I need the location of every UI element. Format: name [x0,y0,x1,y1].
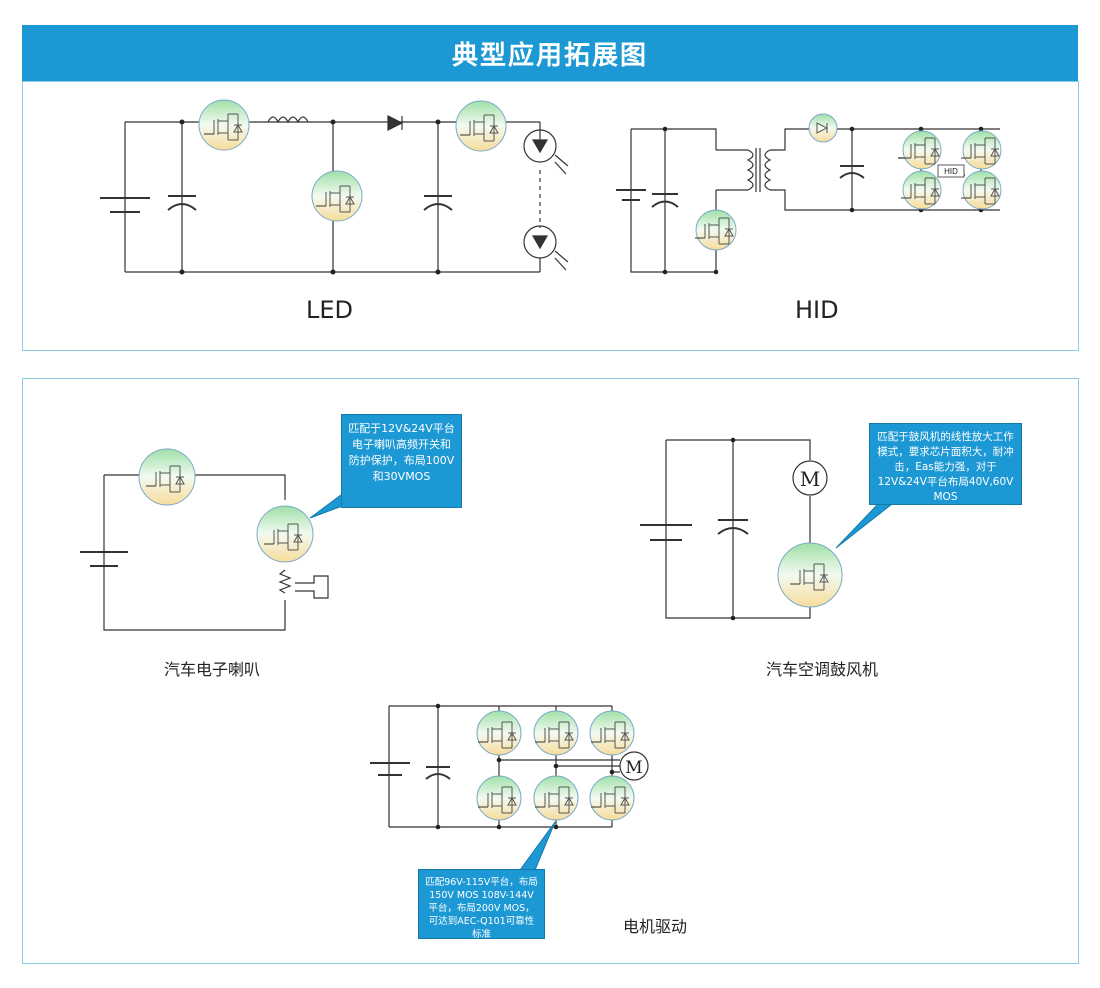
horn-caption: 汽车电子喇叭 [164,660,261,679]
mosfet-icon [476,710,522,756]
mosfet-icon [311,170,363,222]
mosfet-icon [900,170,942,210]
blower-circuit [640,439,828,619]
hid-circuit [616,128,1000,273]
mosfet-icon [900,130,942,170]
diode-icon [808,113,838,143]
mosfet-icon [777,542,843,608]
mosfet-icon [198,99,250,151]
page-title: 典型应用拓展图 [22,25,1078,81]
hid-caption: HID [795,296,839,324]
mosfet-icon [694,209,737,251]
led-caption: LED [306,296,354,324]
mosfet-icon [960,170,1002,210]
hid-label: HID [944,167,958,176]
motor-symbol: M [625,758,642,778]
mosfet-icon [589,775,635,821]
blower-caption: 汽车空调鼓风机 [766,660,879,679]
horn-note: 匹配于12V&24V平台电子喇叭高频开关和防护保护，布局100V和30VMOS [341,414,462,508]
mosfet-icon [533,710,579,756]
blower-note: 匹配于鼓风机的线性放大工作模式，要求芯片面积大，耐冲击，Eas能力强，对于12V… [869,423,1022,505]
mosfet-icon [960,130,1002,170]
mosfet-icon [138,448,196,506]
motor-symbol: M [800,467,820,491]
top-panel [22,81,1079,351]
bottom-panel [22,378,1079,964]
mosfet-icon [533,775,579,821]
mosfet-icon [256,505,314,563]
motor-note: 匹配96V-115V平台，布局150V MOS 108V-144V平台，布局20… [418,869,545,940]
mosfet-icon [455,100,507,152]
mosfet-icon [589,710,635,756]
motor-caption: 电机驱动 [623,917,688,936]
mosfet-icon [476,775,522,821]
